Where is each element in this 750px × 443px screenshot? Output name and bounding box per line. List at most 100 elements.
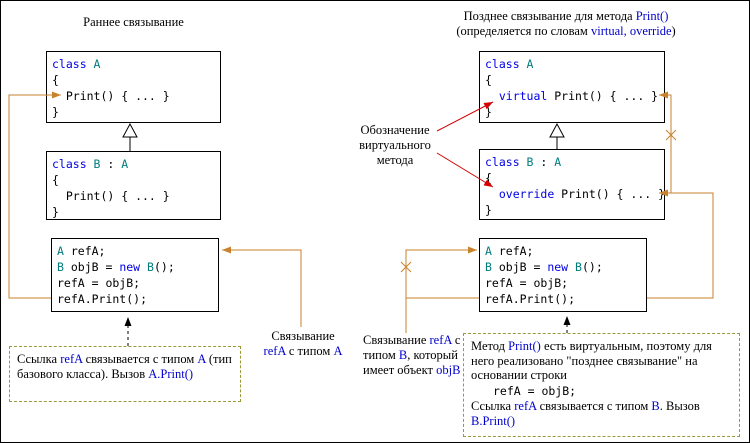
text-line: } [52, 204, 215, 220]
ref-binding-arrow-right [405, 246, 479, 333]
text-segment: Раннее связывание [83, 15, 184, 29]
text-segment: A [86, 57, 101, 71]
class-b-box-right: class B : A{ override Print() { ... }} [479, 149, 665, 220]
text-segment: . Вызов [659, 399, 700, 413]
note-box-left: Ссылка refA связывается с типом A (тип б… [9, 346, 241, 402]
text-segment: B [485, 260, 492, 274]
text-segment: { [52, 173, 59, 187]
note-box-right: Метод Print() есть виртуальным, поэтому … [463, 333, 740, 437]
text-segment: B [568, 260, 582, 274]
text-segment: B.Print() [471, 413, 516, 428]
text-segment: A.Print() [148, 366, 194, 381]
class-a-box-right: class A{ virtual Print() { ... }} [479, 51, 665, 123]
text-segment: refA [60, 352, 83, 366]
text-segment: A [519, 57, 534, 71]
text-line: class A [52, 56, 215, 72]
text-segment: с типом [285, 344, 334, 358]
text-line: class A [485, 56, 659, 72]
code-box-right: A refA;B objB = new B();refA = objB; refA… [479, 238, 647, 312]
text-segment: метода [376, 153, 414, 167]
text-segment: : [533, 155, 555, 169]
text-segment: B [519, 155, 534, 169]
text-line: refA с типом A [251, 344, 355, 359]
text-line: Раннее связывание [46, 15, 221, 30]
text-line: Print() { ... } [52, 88, 215, 104]
inheritance-arrow-left [122, 122, 138, 151]
text-segment [485, 89, 499, 103]
text-segment: (); [153, 260, 175, 274]
text-segment: , который [407, 348, 458, 362]
text-segment: A [554, 155, 562, 169]
text-segment: связывается с типом [82, 352, 198, 366]
text-line: refA = objB; [485, 275, 641, 291]
text-segment: virtual [498, 89, 548, 103]
inheritance-arrow-right [549, 122, 565, 149]
text-line: A refA; [57, 243, 213, 259]
text-segment: : [100, 157, 122, 171]
text-segment: имеет объект [363, 363, 437, 377]
text-line: Ссылка refA связывается с типом A (тип б… [17, 352, 233, 381]
text-line: refA.Print(); [57, 291, 213, 307]
text-segment: refA.Print(); [485, 292, 576, 306]
text-segment: Связывание [363, 333, 430, 347]
text-segment: A [57, 244, 64, 258]
text-line: Ссылка refA связывается с типом B. Вызов… [471, 399, 732, 428]
text-line: } [485, 104, 659, 120]
early-binding-title: Раннее связывание [46, 15, 221, 30]
text-segment: Print() [635, 9, 669, 23]
text-line: Связывание [251, 329, 355, 344]
class-b-box-left: class B : A{ Print() { ... }} [46, 151, 221, 220]
text-segment: есть виртуальным, поэтому для него реали… [471, 339, 712, 382]
text-segment: override [498, 187, 555, 201]
text-segment: (определяется по словам [456, 24, 591, 38]
text-segment: Связывание [271, 329, 335, 343]
text-segment: refA; [63, 244, 106, 258]
text-segment: { [485, 171, 492, 185]
text-segment: new [547, 260, 569, 274]
text-segment: class [52, 157, 87, 171]
text-line: виртуального [351, 138, 439, 153]
text-segment: A [197, 352, 206, 366]
text-segment: } [485, 105, 492, 119]
text-line: Позднее связывание для метода Print() [406, 9, 726, 24]
ref-binding-arrow-left [222, 246, 302, 327]
cross-mark-left-line [400, 261, 412, 273]
text-segment: refA = objB; [57, 276, 141, 290]
text-segment: virtual, override [590, 24, 672, 38]
text-segment: Print() { ... } [52, 89, 170, 103]
text-line: B objB = new B(); [485, 259, 641, 275]
text-line: Связывание refA с [363, 333, 473, 348]
text-segment: refA = objB; [485, 276, 569, 290]
text-line: refA = objB; [471, 384, 732, 399]
text-segment: B [140, 260, 154, 274]
text-segment: Print() { ... } [554, 187, 666, 201]
text-line: { [485, 170, 659, 186]
text-segment: refA [514, 399, 537, 413]
text-line: Print() { ... } [52, 188, 215, 204]
text-segment: objB = [491, 260, 548, 274]
text-segment: class [485, 57, 520, 71]
text-segment: { [52, 73, 59, 87]
text-line: } [485, 202, 659, 218]
text-line: имеет объект objB [363, 363, 473, 378]
cross-mark-right-line [665, 129, 677, 141]
text-segment: refA = objB; [493, 383, 577, 398]
text-segment: refA.Print(); [57, 292, 148, 306]
text-segment: A [121, 157, 129, 171]
text-line: Обозначение [351, 123, 439, 138]
text-segment [485, 187, 499, 201]
text-segment: { [485, 73, 492, 87]
text-segment: Print() { ... } [547, 89, 659, 103]
text-segment: A [333, 344, 343, 358]
text-segment: Print() { ... } [52, 189, 170, 203]
text-segment: } [52, 205, 59, 219]
text-line: refA.Print(); [485, 291, 641, 307]
text-line: { [485, 72, 659, 88]
text-segment: B [57, 260, 64, 274]
text-line: A refA; [485, 243, 641, 259]
text-segment: (тип базового класса). Вызов [17, 352, 232, 381]
